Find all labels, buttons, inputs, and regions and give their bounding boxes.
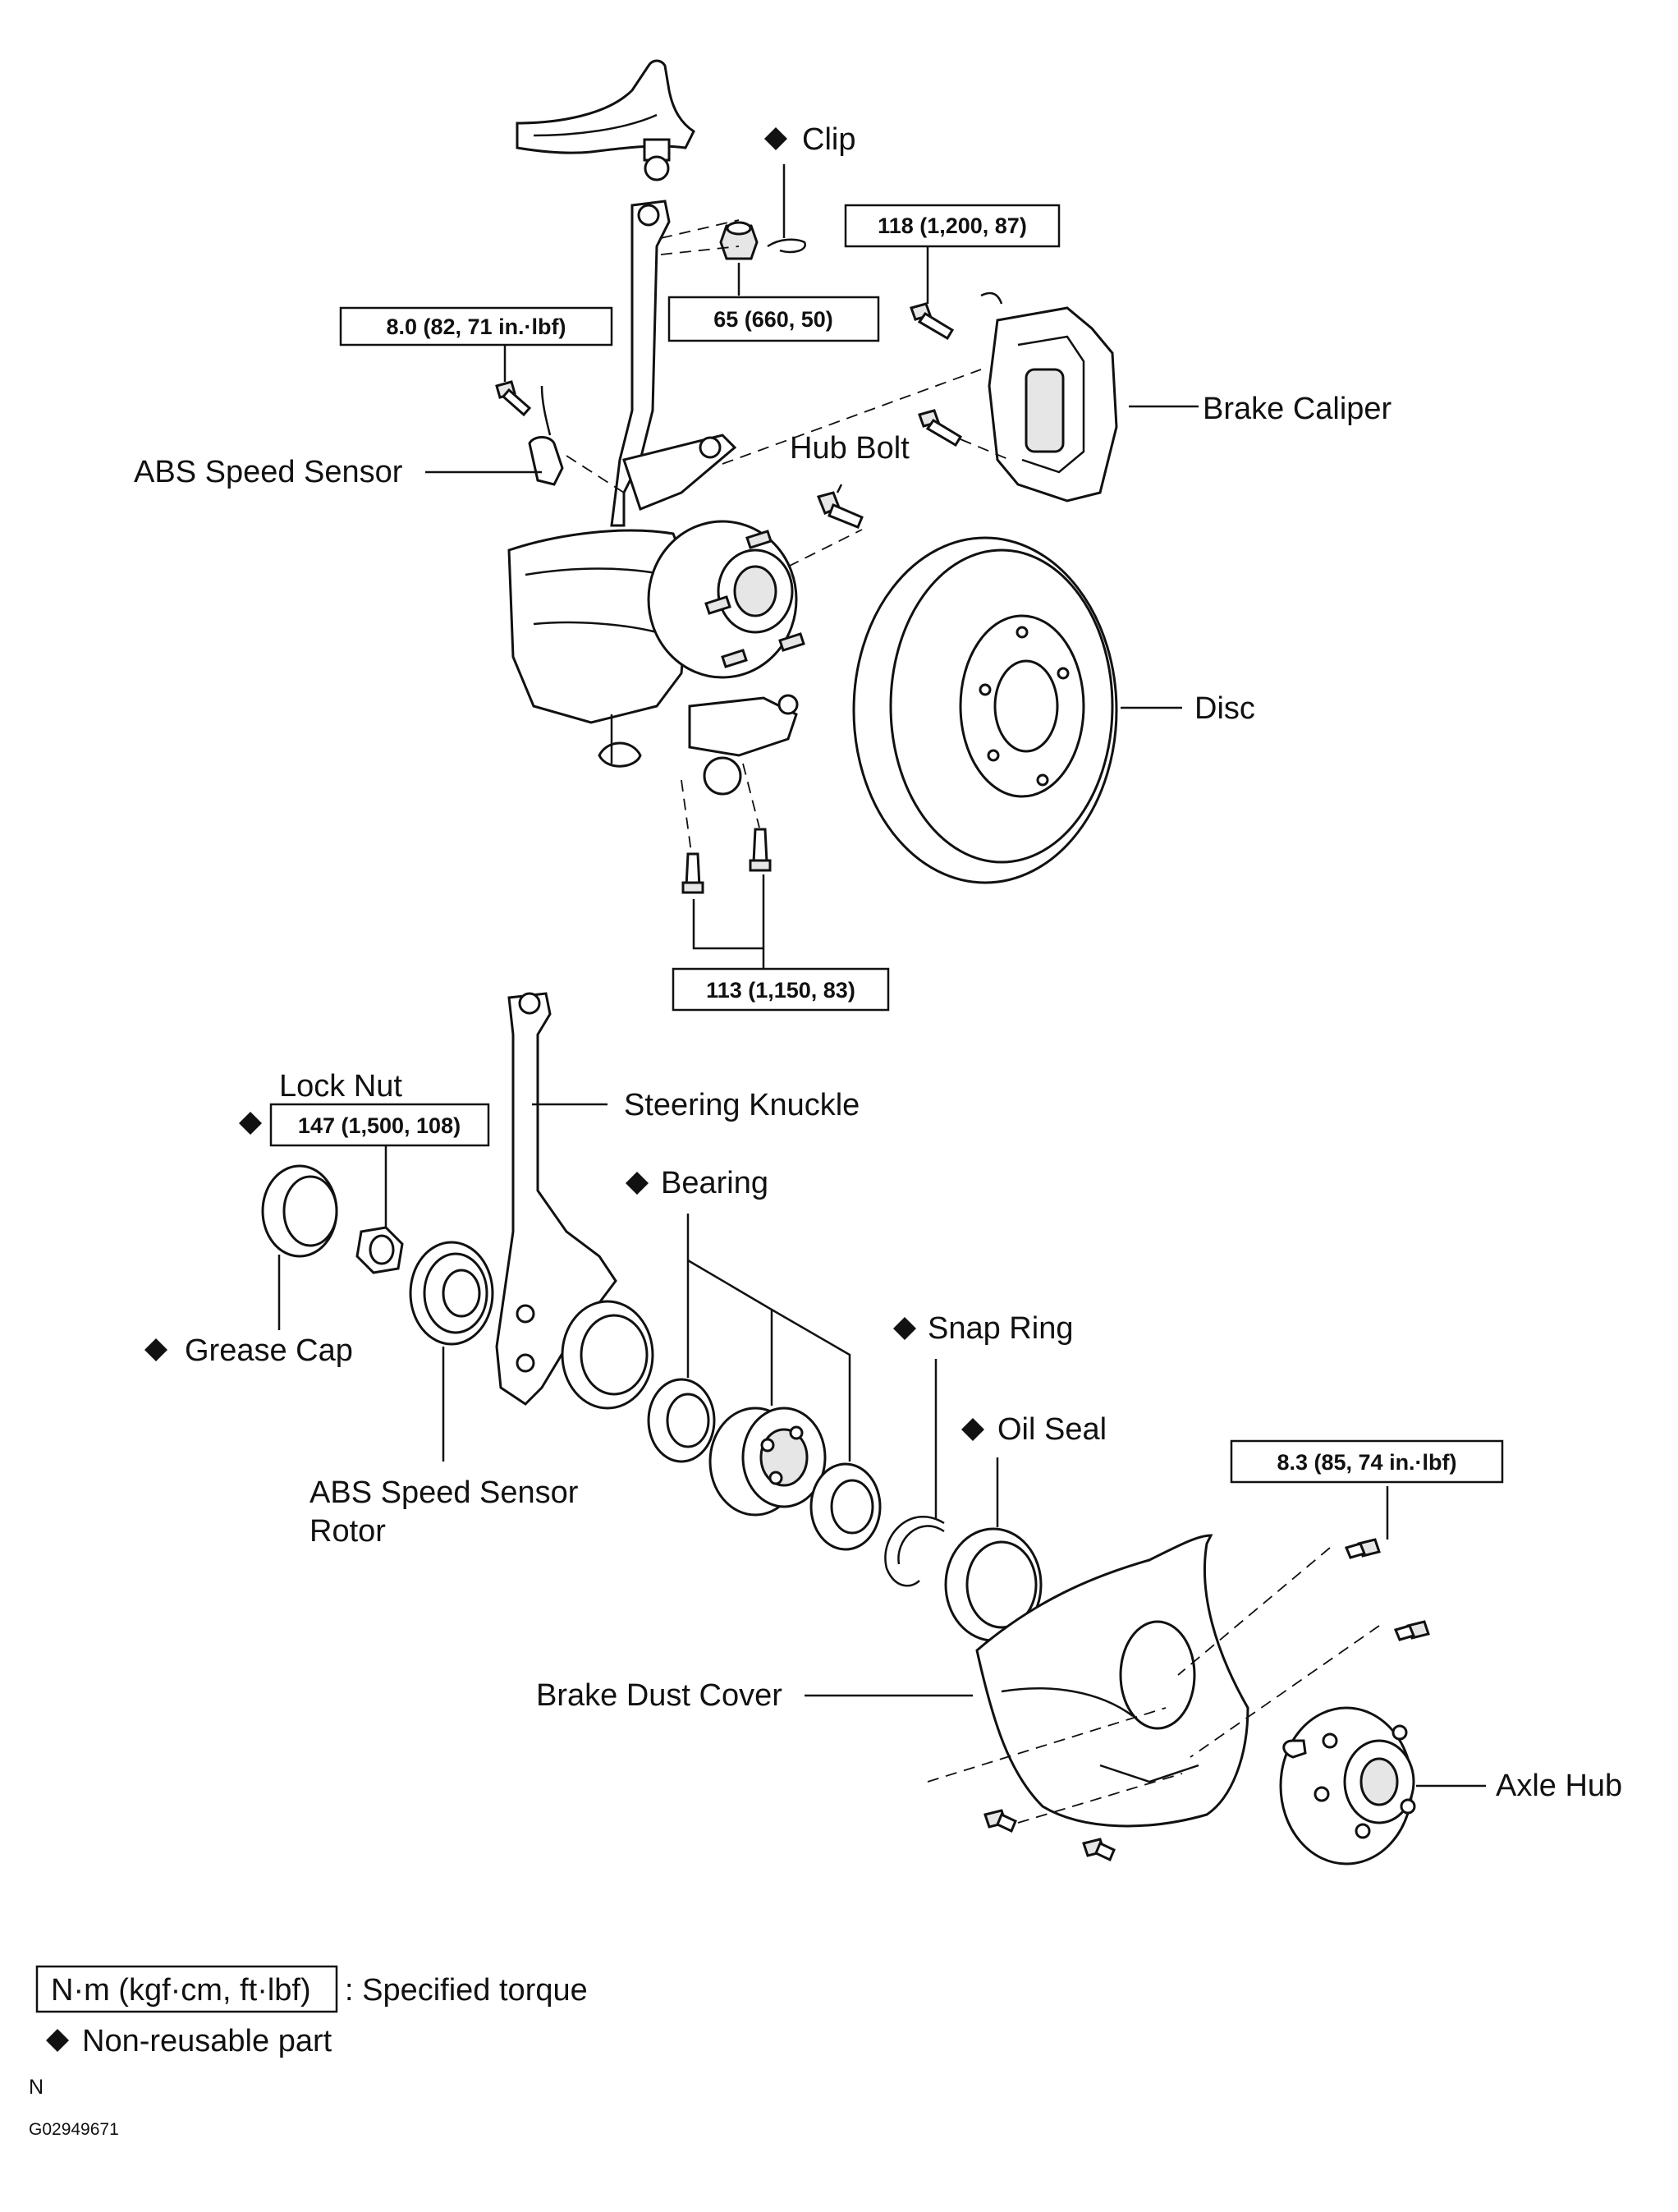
svg-text:Snap Ring: Snap Ring — [928, 1311, 1073, 1346]
diamond-icon — [764, 127, 787, 150]
bearing-inner-race — [809, 1462, 882, 1551]
brake-dust-cover — [975, 1534, 1249, 1828]
label-lock-nut: Lock Nut — [279, 1069, 402, 1104]
lock-nut — [355, 1226, 404, 1274]
brake-disc — [852, 536, 1118, 884]
grease-cap — [261, 1164, 338, 1258]
axle-hub — [1279, 1706, 1416, 1866]
diamond-icon — [239, 1112, 262, 1135]
label-abs-rotor-line2: Rotor — [309, 1514, 386, 1549]
svg-text:: Specified torque: : Specified torque — [345, 1973, 588, 2008]
torque-spec-abs-sensor-bolt: 8.0 (82, 71 in.·lbf) — [339, 306, 613, 346]
diamond-icon — [893, 1317, 916, 1340]
diamond-icon — [144, 1338, 167, 1361]
svg-text:147 (1,500, 108): 147 (1,500, 108) — [298, 1113, 461, 1138]
lower-arm-bolts — [681, 763, 772, 894]
upper-control-arm — [516, 59, 695, 181]
steering-knuckle-lower — [495, 992, 654, 1410]
clip-nut — [719, 221, 759, 260]
abs-speed-sensor — [495, 380, 625, 493]
label-steering-knuckle: Steering Knuckle — [624, 1088, 860, 1122]
svg-text:Non-reusable part: Non-reusable part — [82, 2024, 332, 2058]
label-brake-dust-cover: Brake Dust Cover — [536, 1678, 782, 1713]
clip-pin — [767, 238, 806, 254]
label-snap-ring: Snap Ring — [893, 1311, 1073, 1346]
label-bearing: Bearing — [626, 1166, 768, 1200]
torque-spec-lower-arm-bolts: 113 (1,150, 83) — [672, 967, 890, 1012]
svg-text:65 (660, 50): 65 (660, 50) — [713, 307, 833, 332]
hub-bolt — [816, 491, 864, 529]
svg-text:8.0 (82, 71 in.·lbf): 8.0 (82, 71 in.·lbf) — [386, 314, 566, 339]
bearing-body — [708, 1407, 827, 1517]
oil-seal — [944, 1527, 1043, 1642]
torque-spec-clip-nut: 65 (660, 50) — [667, 296, 880, 342]
figure-id: G02949671 — [29, 2120, 119, 2139]
svg-text:Clip: Clip — [802, 122, 855, 157]
torque-spec-lock-nut: 147 (1,500, 108) — [269, 1103, 490, 1147]
svg-text:8.3 (85, 74 in.·lbf): 8.3 (85, 74 in.·lbf) — [1277, 1450, 1456, 1475]
abs-speed-sensor-rotor — [409, 1241, 494, 1346]
svg-text:N·m (kgf·cm, ft·lbf): N·m (kgf·cm, ft·lbf) — [51, 1973, 311, 2008]
leader-lines — [277, 164, 1486, 1787]
diamond-icon — [46, 2029, 69, 2052]
steering-knuckle-upper — [610, 200, 671, 527]
label-hub-bolt: Hub Bolt — [790, 431, 910, 466]
diamond-icon — [961, 1418, 984, 1441]
legend-nonreusable: Non-reusable part — [46, 2024, 332, 2058]
label-abs-speed-sensor: ABS Speed Sensor — [134, 455, 403, 489]
torque-spec-dust-cover-bolts: 8.3 (85, 74 in.·lbf) — [1230, 1439, 1504, 1484]
label-axle-hub: Axle Hub — [1496, 1769, 1622, 1803]
label-clip: Clip — [764, 122, 855, 157]
dust-cover-bolts — [927, 1538, 1430, 1862]
legend-torque: N·m (kgf·cm, ft·lbf) : Specified torque — [35, 1965, 588, 2013]
label-brake-caliper: Brake Caliper — [1203, 392, 1392, 426]
label-abs-rotor-line1: ABS Speed Sensor — [309, 1475, 579, 1510]
torque-spec-caliper-bolt: 118 (1,200, 87) — [844, 204, 1061, 248]
svg-text:Bearing: Bearing — [661, 1166, 768, 1200]
svg-text:118 (1,200, 87): 118 (1,200, 87) — [878, 213, 1027, 238]
hub-assembly — [647, 520, 863, 679]
footer-code-letter: N — [29, 2076, 44, 2099]
label-disc: Disc — [1194, 691, 1255, 726]
diamond-icon — [626, 1172, 649, 1195]
brake-caliper — [722, 291, 1118, 503]
knuckle-body — [507, 434, 799, 796]
label-grease-cap: Grease Cap — [144, 1333, 353, 1368]
svg-text:Oil Seal: Oil Seal — [997, 1412, 1107, 1447]
svg-text:Grease Cap: Grease Cap — [185, 1333, 353, 1368]
bearing-outer-race — [647, 1378, 716, 1463]
svg-text:113 (1,150, 83): 113 (1,150, 83) — [706, 978, 855, 1003]
label-oil-seal: Oil Seal — [961, 1412, 1107, 1447]
snap-ring — [884, 1516, 945, 1587]
